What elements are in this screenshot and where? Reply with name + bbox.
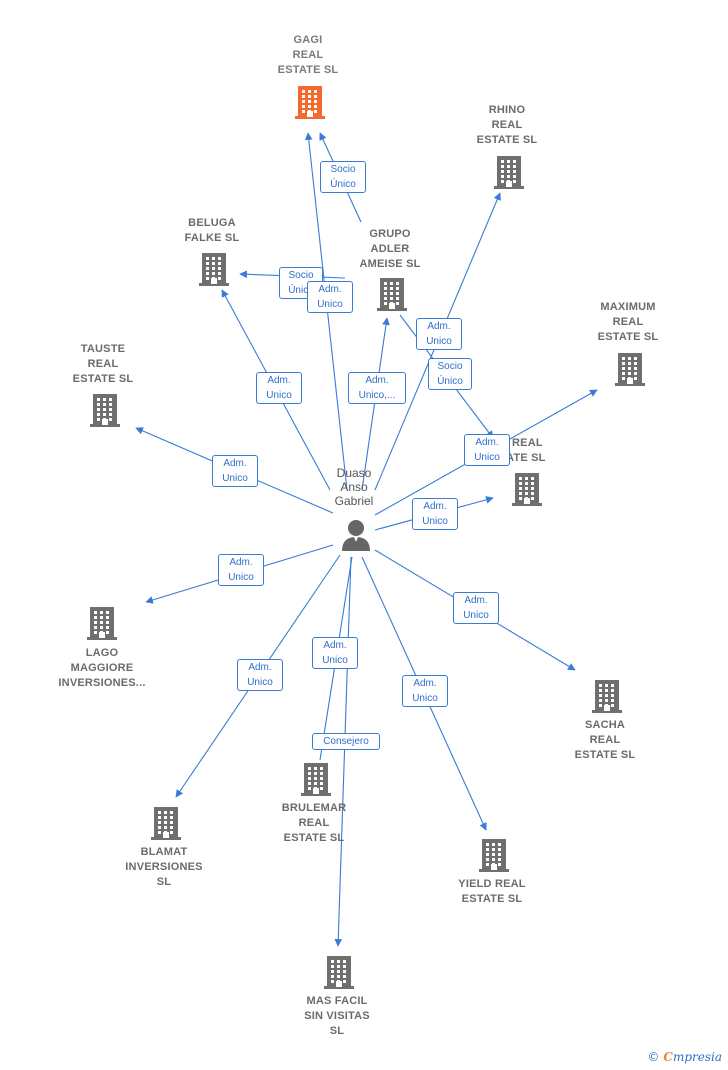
edge-line xyxy=(361,317,390,491)
company-label-sacha[interactable]: SACHA REAL ESTATE SL xyxy=(574,719,636,761)
company-label-yield[interactable]: YIELD REAL ESTATE SL xyxy=(458,878,526,905)
company-label-brulemar[interactable]: BRULEMAR REAL ESTATE SL xyxy=(281,802,347,844)
copyright-icon: © xyxy=(647,1050,660,1064)
relation-badge-r-gagi-adler[interactable]: Socio Único xyxy=(320,161,366,193)
company-label-beluga[interactable]: BELUGA FALKE SL xyxy=(184,217,240,244)
building-icon-masfacil[interactable] xyxy=(324,955,354,994)
building-icon-maximum[interactable] xyxy=(615,352,645,391)
company-label-blamat[interactable]: BLAMAT INVERSIONES SL xyxy=(125,846,203,888)
relation-badge-r-masfacil-person[interactable]: Consejero xyxy=(312,733,380,750)
company-label-tauste[interactable]: TAUSTE REAL ESTATE SL xyxy=(72,343,134,385)
building-icon-tauste[interactable] xyxy=(90,393,120,432)
relation-badge-r-gagi-person[interactable]: Adm. Unico xyxy=(307,281,353,313)
building-icon-gagi[interactable] xyxy=(295,85,325,124)
relation-badge-r-lago-person[interactable]: Adm. Unico xyxy=(218,554,264,586)
building-icon-blamat[interactable] xyxy=(151,806,181,845)
company-label-rhino[interactable]: RHINO REAL ESTATE SL xyxy=(476,104,538,146)
company-label-gagi[interactable]: GAGI REAL ESTATE SL xyxy=(277,34,339,76)
building-icon-beluga[interactable] xyxy=(199,252,229,291)
company-label-maximum[interactable]: MAXIMUM REAL ESTATE SL xyxy=(597,301,659,343)
edge-line xyxy=(334,556,352,947)
building-icon-sacha[interactable] xyxy=(592,679,622,718)
person-label[interactable]: Duaso Anso Gabriel xyxy=(334,466,374,508)
relation-badge-r-beluga-person[interactable]: Adm. Unico xyxy=(256,372,302,404)
company-label-masfacil[interactable]: MAS FACIL SIN VISITAS SL xyxy=(304,995,370,1037)
relation-badge-r-adler-person[interactable]: Adm. Unico,... xyxy=(348,372,406,404)
person-icon[interactable] xyxy=(341,519,371,556)
relation-badge-r-yield-person[interactable]: Adm. Unico xyxy=(402,675,448,707)
company-label-adler[interactable]: GRUPO ADLER AMEISE SL xyxy=(359,228,421,270)
relation-badge-r-rhino-person[interactable]: Adm. Unico xyxy=(416,318,462,350)
building-icon-oreal[interactable] xyxy=(512,472,542,511)
building-icon-yield[interactable] xyxy=(479,838,509,877)
relation-badge-r-sacha-person[interactable]: Adm. Unico xyxy=(453,592,499,624)
relation-badge-r-tauste-person[interactable]: Adm. Unico xyxy=(212,455,258,487)
relation-badge-r-brulemar-person[interactable]: Adm. Unico xyxy=(312,637,358,669)
building-icon-rhino[interactable] xyxy=(494,155,524,194)
relation-badge-r-maximum-person[interactable]: Adm. Unico xyxy=(464,434,510,466)
relation-badge-r-blamat-person[interactable]: Adm. Unico xyxy=(237,659,283,691)
building-icon-brulemar[interactable] xyxy=(301,762,331,801)
relation-badge-r-oreal-adler[interactable]: Socio Único xyxy=(428,358,472,390)
building-icon-adler[interactable] xyxy=(377,277,407,316)
empresia-logo: ©Cmpresia xyxy=(647,1050,722,1064)
building-icon-lago[interactable] xyxy=(87,606,117,645)
company-label-lago[interactable]: LAGO MAGGIORE INVERSIONES... xyxy=(58,647,146,689)
relation-badge-r-oreal-person[interactable]: Adm. Unico xyxy=(412,498,458,530)
